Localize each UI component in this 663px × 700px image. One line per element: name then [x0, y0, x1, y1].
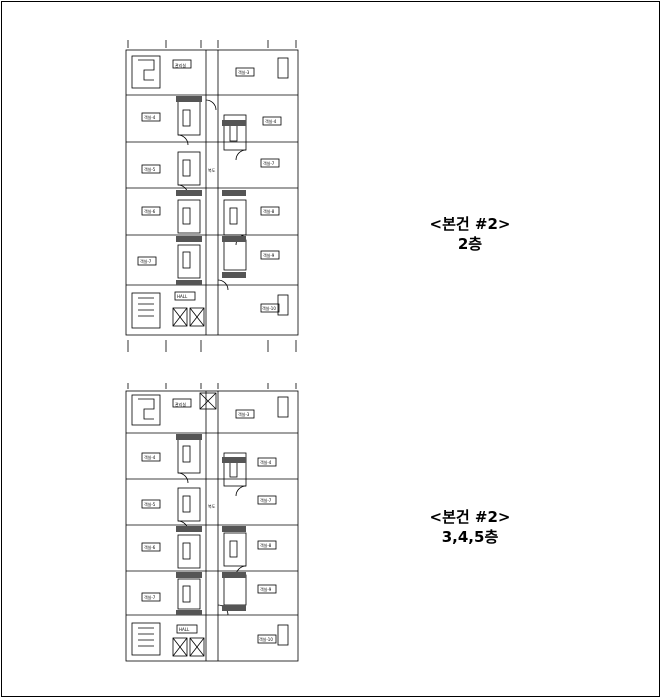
room-label: 객실-9 — [263, 252, 275, 258]
room-label: 객실-10 — [259, 636, 273, 642]
floor-plan-2f-drawing: 관리실 HALL 복도 객실-4 객실-5 객실-6 객실-7 객실-3 객실-… — [125, 40, 299, 352]
plan-title: <본건 #2> — [429, 508, 511, 526]
floor-plan-3-5f-drawing: 관리실 HALL 복도 객실-4 객실-5 객실-6 객실-7 객실-3 객실-… — [125, 383, 299, 662]
room-label: 객실-7 — [263, 160, 275, 166]
plan-title: <본건 #2> — [429, 215, 511, 233]
corridor-label: 복도 — [208, 503, 216, 509]
room-label: 객실-6 — [144, 544, 156, 550]
room-label: 객실-4 — [265, 118, 277, 124]
room-label: 객실-7 — [260, 497, 272, 503]
room-label: 객실-3 — [238, 69, 250, 75]
room-label: 객실-4 — [144, 454, 156, 460]
floor-plan-2f: 관리실 HALL 복도 객실-4 객실-5 객실-6 객실-7 객실-3 객실-… — [118, 40, 308, 360]
plan-caption-3-5f: <본건 #2> 3,4,5층 — [370, 507, 570, 547]
room-label: 객실-10 — [262, 305, 276, 311]
room-label: 객실-4 — [144, 114, 156, 120]
plan-floor: 3,4,5층 — [441, 528, 499, 546]
top-room-label: 관리실 — [175, 62, 186, 68]
room-label: 객실-4 — [260, 459, 272, 465]
corridor-label: 복도 — [208, 167, 216, 173]
room-label: 객실-3 — [238, 411, 250, 417]
hall-label: HALL — [179, 627, 190, 632]
floor-plan-3-5f: 관리실 HALL 복도 객실-4 객실-5 객실-6 객실-7 객실-3 객실-… — [118, 383, 308, 673]
room-label: 객실-8 — [260, 542, 272, 548]
top-room-label: 관리실 — [175, 401, 186, 407]
room-label: 객실-5 — [144, 166, 156, 172]
room-label: 객실-5 — [144, 501, 156, 507]
hall-label: HALL — [177, 294, 188, 299]
plan-floor: 2층 — [457, 235, 483, 253]
room-label: 객실-7 — [144, 594, 156, 600]
room-label: 객실-8 — [263, 208, 275, 214]
plan-caption-2f: <본건 #2> 2층 — [370, 214, 570, 254]
room-label: 객실-6 — [144, 208, 156, 214]
room-label: 객실-9 — [260, 586, 272, 592]
room-label: 객실-7 — [140, 258, 152, 264]
